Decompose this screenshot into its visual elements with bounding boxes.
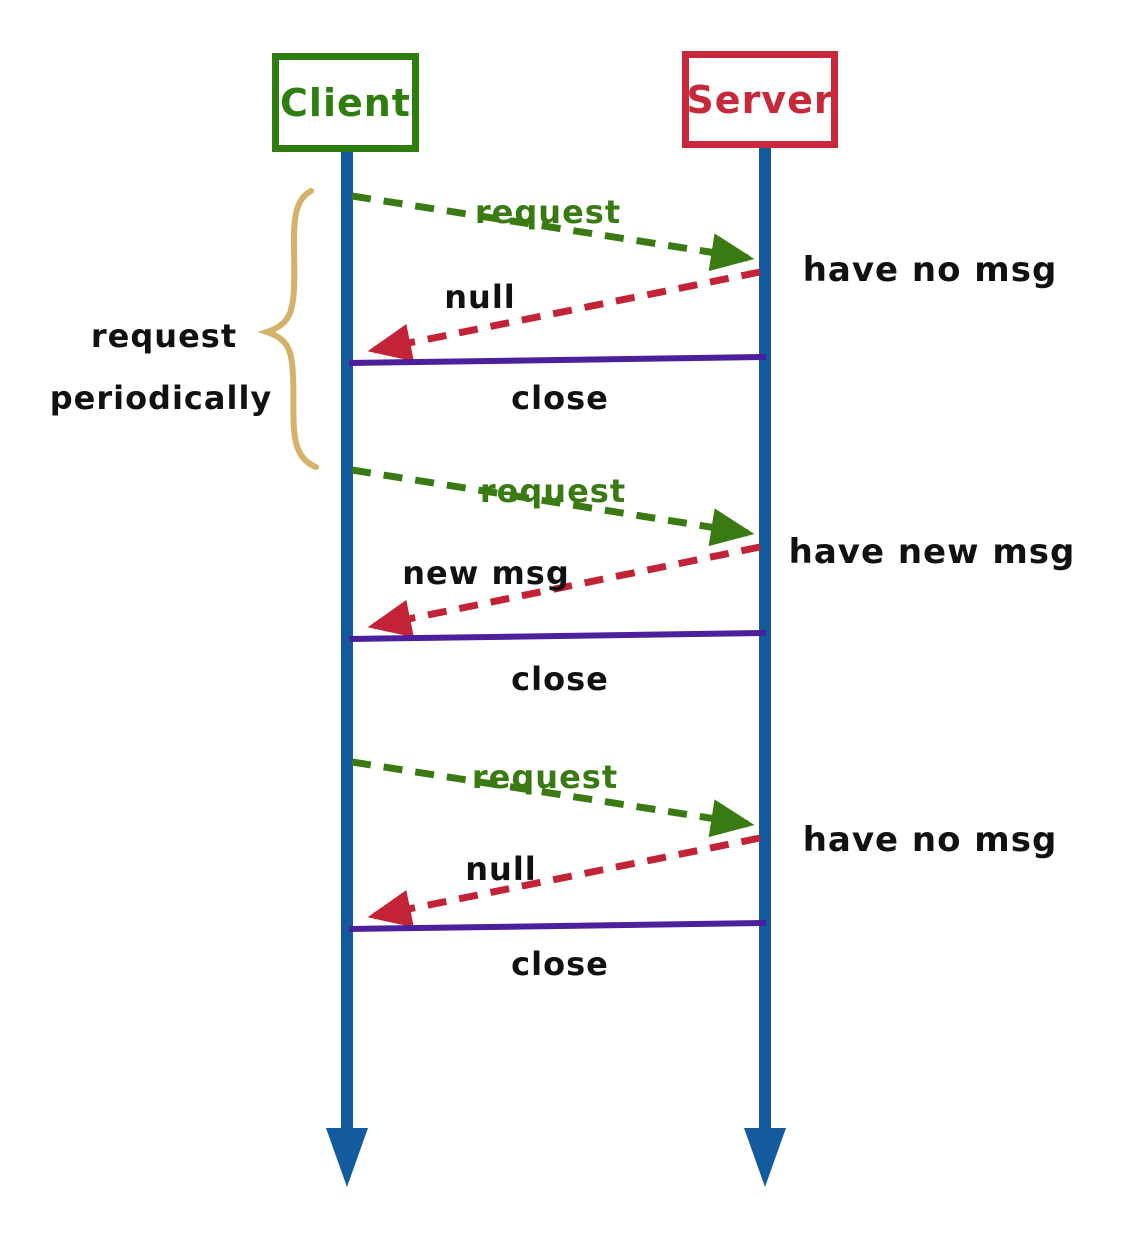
client-lifeline-arrow-icon <box>326 1128 368 1187</box>
close-label-3: close <box>511 945 609 983</box>
server-note-3: have no msg <box>802 820 1058 860</box>
close-line-1 <box>348 354 767 366</box>
server-note-2: have new msg <box>788 532 1076 572</box>
server-label: Server <box>686 77 834 122</box>
response-arrow-2 <box>367 543 761 638</box>
request-arrow-2 <box>351 466 755 547</box>
close-line-3 <box>348 920 767 932</box>
left-annotation-line1: request <box>90 317 238 355</box>
response-label-1: null <box>444 278 516 316</box>
server-lifeline <box>744 145 786 1187</box>
request-label-3: request <box>471 758 619 796</box>
response-arrow-3 <box>367 834 761 928</box>
client-label: Client <box>280 80 411 125</box>
close-label-2: close <box>511 660 609 698</box>
server-note-1: have no msg <box>802 250 1058 290</box>
response-label-3: null <box>465 850 537 888</box>
response-label-2: new msg <box>402 554 570 592</box>
response-arrow-1 <box>367 268 761 362</box>
close-label-1: close <box>511 379 609 417</box>
client-actor-box: Client <box>272 53 419 152</box>
client-lifeline <box>326 149 368 1187</box>
periodic-brace-icon <box>257 188 319 470</box>
request-label-2: request <box>479 472 627 510</box>
request-arrow-1 <box>351 192 755 272</box>
request-label-1: request <box>474 193 622 231</box>
server-actor-box: Server <box>682 51 838 148</box>
close-line-2 <box>348 630 767 642</box>
request-arrow-3 <box>351 758 755 838</box>
server-lifeline-arrow-icon <box>744 1128 786 1187</box>
left-annotation-line2: periodically <box>49 379 273 417</box>
